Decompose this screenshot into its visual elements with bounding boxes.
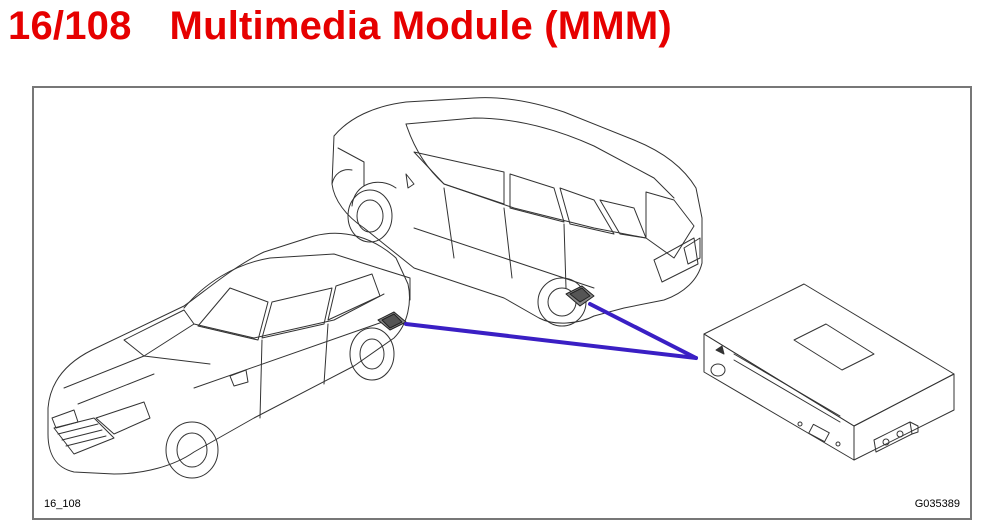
figure-number-label: 16_108 [44, 498, 81, 510]
page-heading: Multimedia Module (MMM) [169, 4, 672, 48]
page-number: 16/108 [8, 4, 132, 48]
illustration [47, 97, 955, 479]
figure-reference-code: G035389 [914, 498, 960, 510]
multimedia-module [703, 283, 955, 461]
wagon-car [331, 97, 703, 327]
illustration-frame: 16_108 G035389 [32, 86, 972, 520]
page-title: 16/108 Multimedia Module (MMM) [8, 2, 672, 50]
sedan-car [47, 232, 411, 479]
connector-lines [404, 302, 698, 360]
